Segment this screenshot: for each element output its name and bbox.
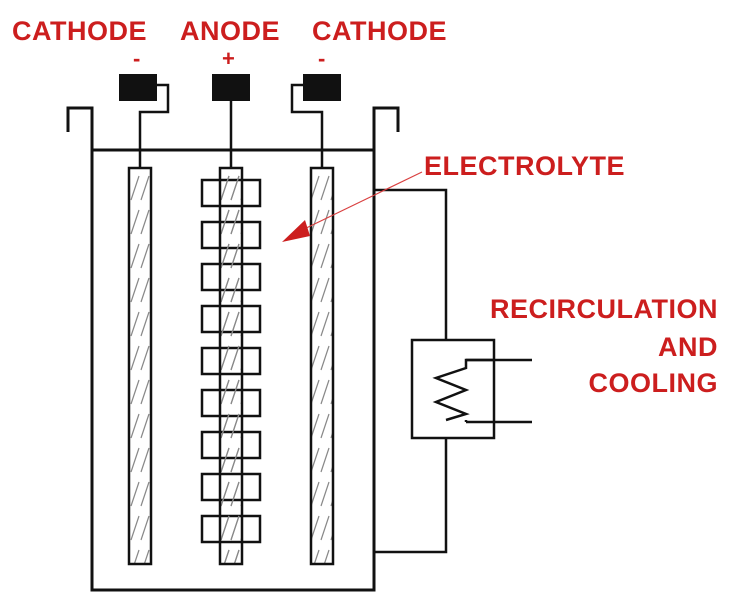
- anode-sign: +: [222, 46, 236, 71]
- recirculation-loop: [374, 188, 448, 554]
- cathode-left-label: CATHODE: [12, 16, 147, 46]
- and-label: AND: [658, 332, 718, 362]
- cathode-right-sign: -: [318, 46, 326, 71]
- cathode-right-label: CATHODE: [312, 16, 447, 46]
- terminal-block-icon: [119, 74, 341, 101]
- zigzag-coil-icon: [410, 338, 532, 440]
- cooling-label: COOLING: [588, 368, 718, 398]
- recirculation-label: RECIRCULATION: [490, 294, 718, 324]
- terminal-leads: [138, 83, 324, 168]
- cathode-right-plate: [309, 166, 335, 566]
- electrolyte-label: ELECTROLYTE: [424, 151, 626, 181]
- arrow-icon: [282, 171, 423, 242]
- cathode-left-sign: -: [133, 46, 141, 71]
- anode-label: ANODE: [180, 16, 281, 46]
- cathode-left-plate: [127, 166, 153, 566]
